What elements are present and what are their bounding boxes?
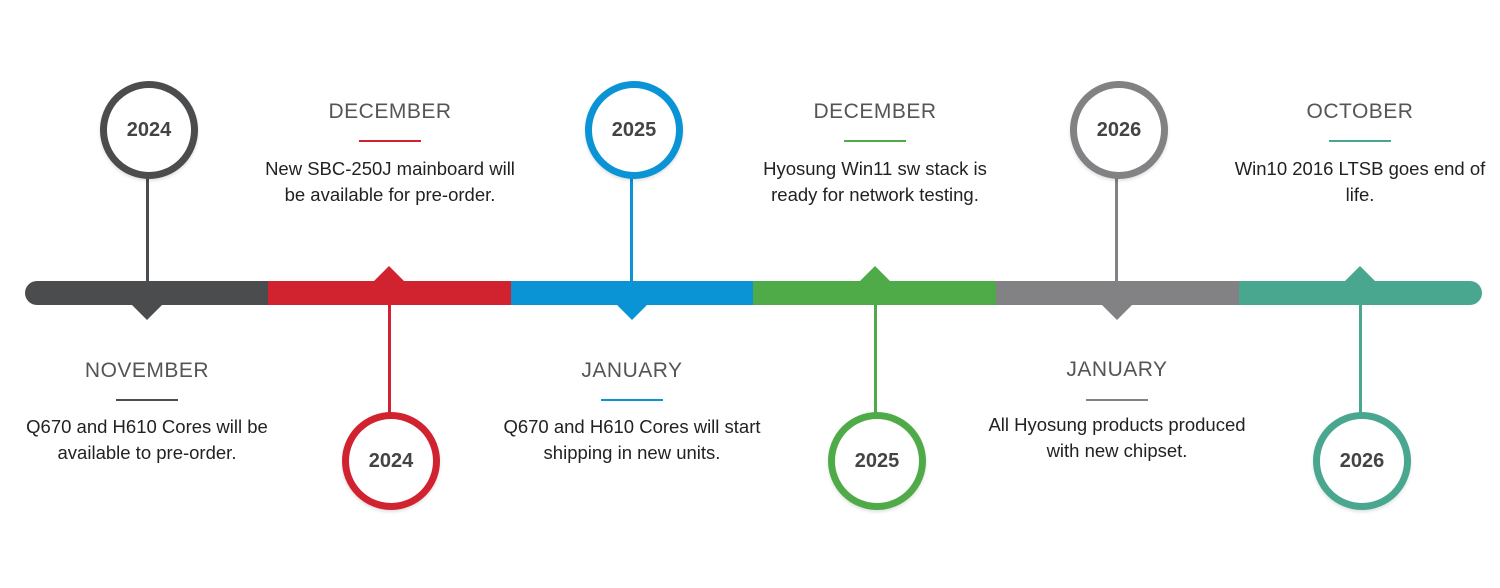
milestone-month-3: JANUARY bbox=[581, 359, 683, 382]
connector-4 bbox=[874, 304, 877, 414]
connector-2 bbox=[388, 304, 391, 414]
timeline-segment-6 bbox=[1239, 281, 1482, 305]
year-badge-5: 2026 bbox=[1070, 81, 1168, 179]
connector-3 bbox=[630, 170, 633, 282]
year-badge-1: 2024 bbox=[100, 81, 198, 179]
milestone-month-1: NOVEMBER bbox=[84, 359, 210, 382]
timeline-pointer-2 bbox=[373, 266, 405, 282]
milestone-rule-5 bbox=[1086, 399, 1148, 401]
milestone-text-4: Hyosung Win11 sw stack is ready for netw… bbox=[763, 158, 987, 205]
milestone-text-6: Win10 2016 LTSB goes end of life. bbox=[1234, 158, 1486, 205]
year-badge-3: 2025 bbox=[585, 81, 683, 179]
timeline-pointer-1 bbox=[131, 304, 163, 320]
year-badge-6: 2026 bbox=[1313, 412, 1411, 510]
milestone-rule-3 bbox=[601, 399, 663, 401]
timeline-pointer-5 bbox=[1101, 304, 1133, 320]
milestone-month-5: JANUARY bbox=[1066, 358, 1168, 381]
timeline-segment-3 bbox=[511, 281, 754, 305]
milestone-text-1: Q670 and H610 Cores will be available to… bbox=[26, 416, 268, 463]
milestone-rule-6 bbox=[1329, 140, 1391, 142]
timeline-pointer-4 bbox=[859, 266, 891, 282]
year-badge-2: 2024 bbox=[342, 412, 440, 510]
connector-1 bbox=[146, 170, 149, 282]
year-badge-4: 2025 bbox=[828, 412, 926, 510]
timeline-pointer-6 bbox=[1344, 266, 1376, 282]
milestone-rule-1 bbox=[116, 399, 178, 401]
connector-5 bbox=[1115, 170, 1118, 282]
milestone-month-6: OCTOBER bbox=[1306, 100, 1414, 123]
milestone-text-2: New SBC-250J mainboard will be available… bbox=[265, 158, 515, 205]
timeline-segment-4 bbox=[753, 281, 997, 305]
connector-6 bbox=[1359, 304, 1362, 414]
timeline-pointer-3 bbox=[616, 304, 648, 320]
milestone-rule-2 bbox=[359, 140, 421, 142]
milestone-text-3: Q670 and H610 Cores will start shipping … bbox=[503, 416, 761, 463]
milestone-text-5: All Hyosung products produced with new c… bbox=[988, 414, 1246, 461]
timeline-segment-5 bbox=[996, 281, 1240, 305]
milestone-month-2: DECEMBER bbox=[328, 100, 452, 123]
timeline-segment-1 bbox=[25, 281, 269, 305]
milestone-month-4: DECEMBER bbox=[813, 100, 937, 123]
milestone-rule-4 bbox=[844, 140, 906, 142]
timeline-segment-2 bbox=[268, 281, 512, 305]
